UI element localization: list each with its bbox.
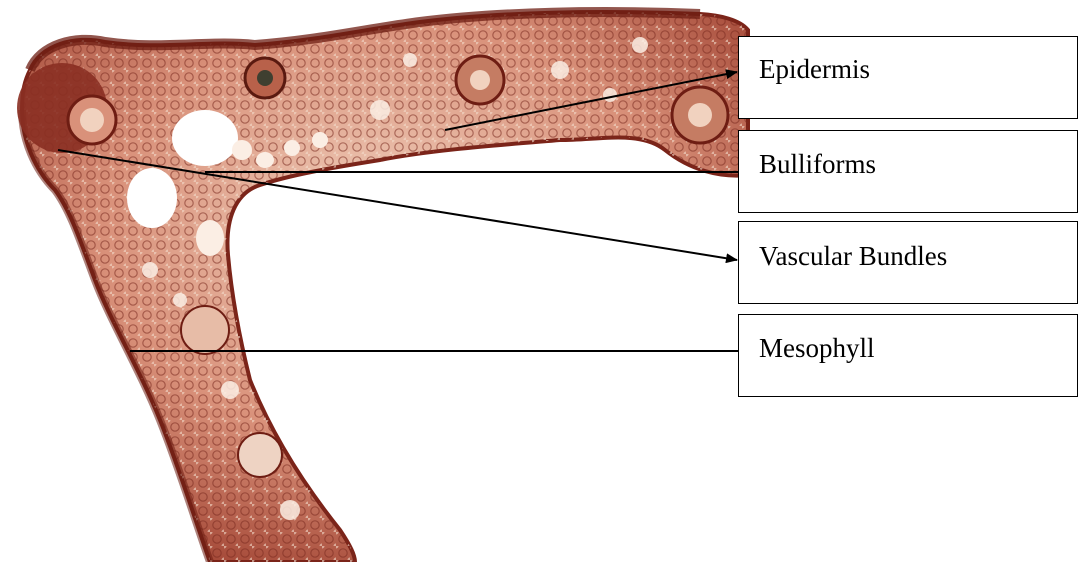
epidermis-label: Epidermis <box>759 54 870 84</box>
mesophyll-label: Mesophyll <box>759 333 875 363</box>
bulliforms-label: Bulliforms <box>759 149 876 179</box>
vascular-bundles-label-box: Vascular Bundles <box>738 221 1078 304</box>
bulliforms-label-box: Bulliforms <box>738 130 1078 213</box>
vascular-bundles-label: Vascular Bundles <box>759 241 947 271</box>
epidermis-label-box: Epidermis <box>738 36 1078 119</box>
mesophyll-label-box: Mesophyll <box>738 314 1078 397</box>
